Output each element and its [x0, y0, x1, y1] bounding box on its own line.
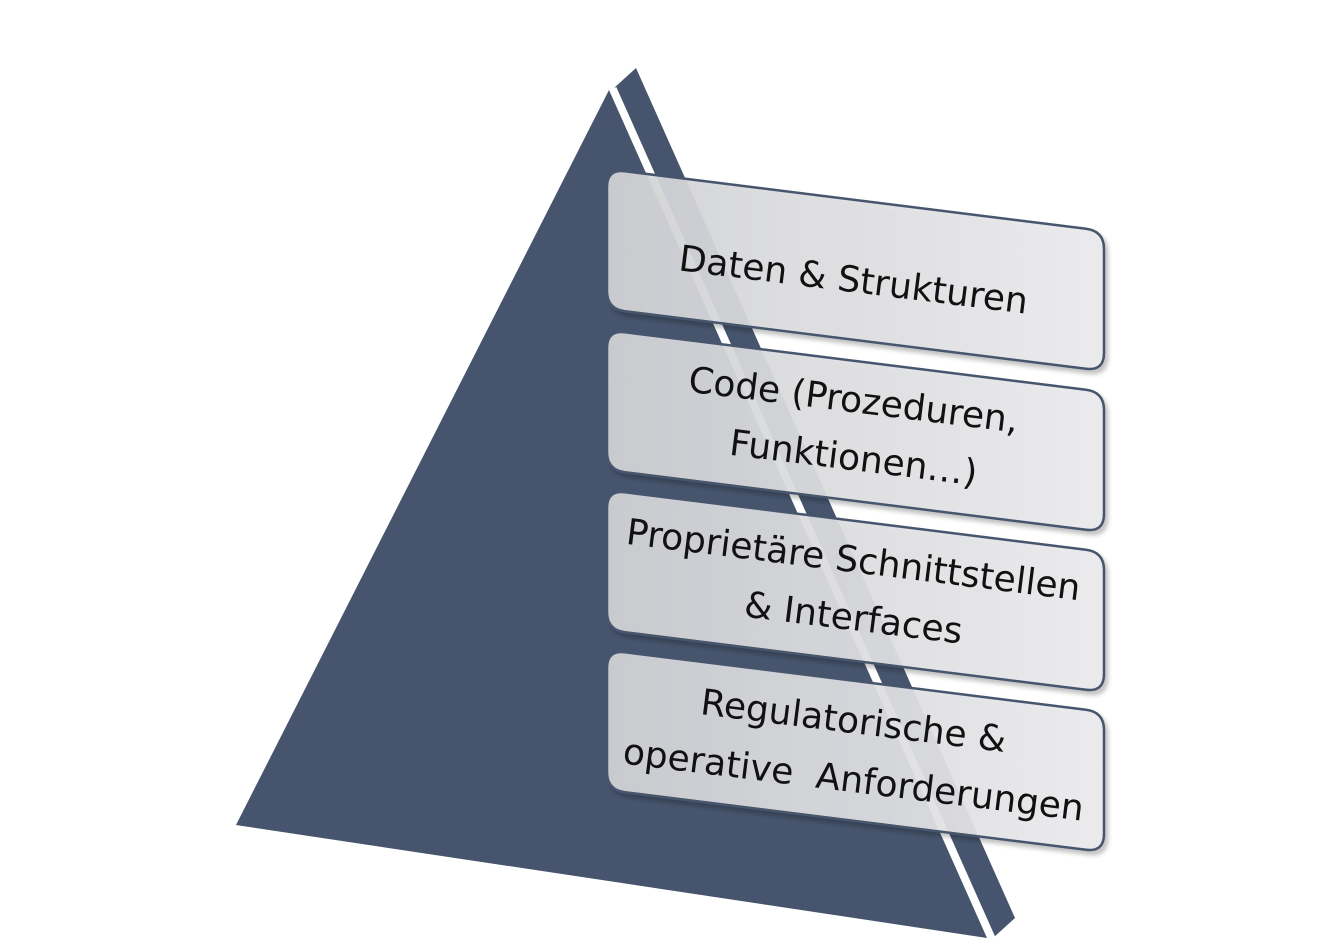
layer-schnittstellen: Proprietäre Schnittstellen& Interfaces — [605, 490, 1106, 692]
layer-box — [605, 650, 1106, 852]
layer-box — [605, 169, 1106, 371]
layer-anforderungen: Regulatorische &operative Anforderungen — [605, 650, 1106, 852]
layer-box — [605, 490, 1106, 692]
layer-box — [605, 330, 1106, 532]
layer-daten-strukturen: Daten & Strukturen — [605, 169, 1106, 371]
